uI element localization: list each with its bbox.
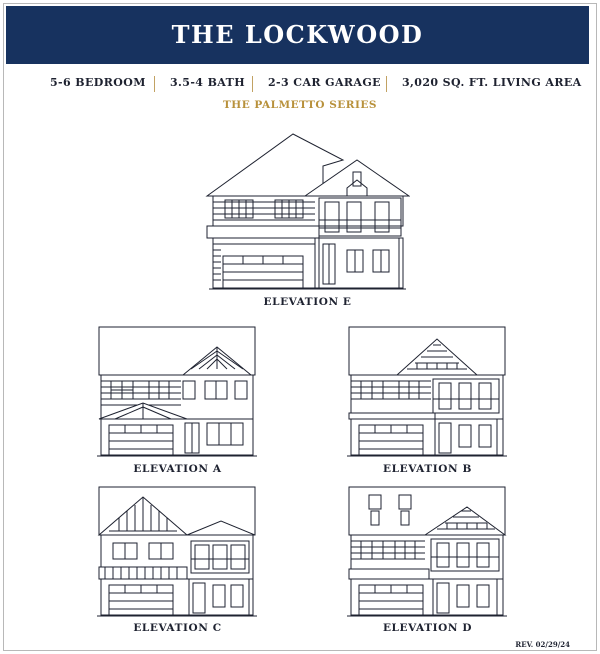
elevation-c-drawing bbox=[95, 485, 260, 617]
elevation-a-label: ELEVATION A bbox=[133, 463, 222, 475]
spec-divider bbox=[252, 76, 253, 92]
spec-divider bbox=[386, 76, 387, 92]
elevation-c-label: ELEVATION C bbox=[133, 622, 222, 634]
elevation-e-label: ELEVATION E bbox=[263, 296, 352, 308]
spec-living-area: 3,020 SQ. FT. LIVING AREA bbox=[402, 76, 582, 89]
elevation-b-label: ELEVATION B bbox=[383, 463, 472, 475]
spec-divider bbox=[154, 76, 155, 92]
elevation-d-drawing bbox=[345, 485, 510, 617]
title-banner: THE LOCKWOOD bbox=[6, 6, 589, 64]
spec-bar: 5-6 BEDROOM 3.5-4 BATH 2-3 CAR GARAGE 3,… bbox=[0, 76, 600, 94]
page-frame bbox=[3, 3, 597, 651]
page-title: THE LOCKWOOD bbox=[171, 20, 424, 49]
elevation-a-drawing bbox=[95, 325, 260, 457]
spec-garage: 2-3 CAR GARAGE bbox=[268, 76, 381, 89]
spec-baths: 3.5-4 BATH bbox=[170, 76, 245, 89]
spec-bedrooms: 5-6 BEDROOM bbox=[50, 76, 146, 89]
series-name: THE PALMETTO SERIES bbox=[222, 99, 378, 111]
elevation-e-drawing bbox=[205, 132, 410, 292]
elevation-d-label: ELEVATION D bbox=[382, 622, 473, 634]
elevation-b-drawing bbox=[345, 325, 510, 457]
revision-date: REV. 02/29/24 bbox=[515, 640, 570, 649]
